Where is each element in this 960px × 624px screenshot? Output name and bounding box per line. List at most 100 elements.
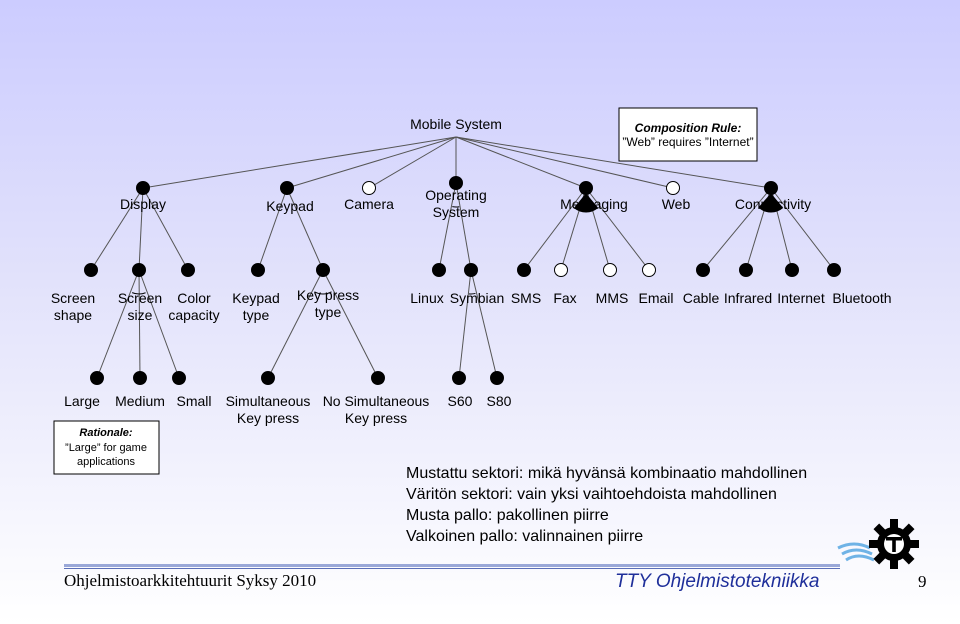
feature-label-s60: S60 <box>448 393 473 409</box>
feature-label-connectivity: Connectivity <box>735 196 811 212</box>
edge-root-connectivity <box>455 136 772 189</box>
feature-label-color-capacity-line-1: Color <box>177 290 211 306</box>
rationale-box <box>53 420 160 475</box>
rationale-title: Rationale: <box>79 427 133 439</box>
composition-rule-box <box>618 107 758 162</box>
feature-ball-fax <box>554 263 568 277</box>
edge-keypad-keypad-type <box>257 187 288 271</box>
feature-ball-os <box>449 176 463 190</box>
feature-ball-email <box>642 263 656 277</box>
rationale-text-1: ”Large” for game <box>65 442 147 454</box>
feature-ball-connectivity <box>764 181 778 195</box>
edge-messaging-email <box>585 187 650 271</box>
edge-root-display <box>142 136 457 189</box>
root-label: Mobile System <box>410 116 502 132</box>
feature-ball-keypad-type <box>251 263 265 277</box>
feature-label-large: Large <box>64 393 100 409</box>
feature-label-key-press-type-line-1: Key press <box>297 287 359 303</box>
feature-ball-keypad <box>280 181 294 195</box>
diagram-arcs <box>131 193 784 295</box>
diagram-edges <box>90 136 835 379</box>
course-title: Ohjelmistoarkkitehtuurit Syksy 2010 <box>64 571 317 590</box>
feature-label-cable: Cable <box>683 290 720 306</box>
feature-label-small: Small <box>176 393 211 409</box>
feature-label-medium: Medium <box>115 393 165 409</box>
feature-label-sms: SMS <box>511 290 541 306</box>
feature-label-s80: S80 <box>487 393 512 409</box>
composition-rule-text: ”Web” requires ”Internet” <box>622 135 753 149</box>
feature-ball-linux <box>432 263 446 277</box>
feature-ball-large <box>90 371 104 385</box>
feature-label-screen-size-line-1: Screen <box>118 290 162 306</box>
feature-ball-no-simultaneous <box>371 371 385 385</box>
feature-ball-mms <box>603 263 617 277</box>
alternative-arc-symbian <box>468 292 476 295</box>
edge-root-web <box>455 136 674 189</box>
feature-ball-screen-size <box>132 263 146 277</box>
feature-label-bluetooth: Bluetooth <box>832 290 891 306</box>
feature-label-fax: Fax <box>553 290 576 306</box>
edge-os-symbian <box>455 182 472 271</box>
edge-display-color-capacity <box>142 187 189 271</box>
feature-ball-bluetooth <box>827 263 841 277</box>
feature-ball-display <box>136 181 150 195</box>
feature-ball-key-press-type <box>316 263 330 277</box>
brand-name: TTY Ohjelmistotekniikka <box>615 571 820 592</box>
feature-label-screen-shape-line-1: Screen <box>51 290 95 306</box>
edge-screen-size-small <box>138 269 180 379</box>
edge-connectivity-cable <box>702 187 772 271</box>
feature-label-symbian: Symbian <box>450 290 504 306</box>
feature-label-key-press-type-line-2: type <box>315 304 342 320</box>
feature-ball-camera <box>362 181 376 195</box>
gear-logo-icon <box>837 519 919 569</box>
feature-label-color-capacity-line-2: capacity <box>168 307 219 323</box>
rationale-text-2: applications <box>77 456 136 468</box>
edge-symbian-s80 <box>470 269 498 379</box>
feature-label-screen-size-line-2: size <box>128 307 153 323</box>
edge-screen-size-large <box>96 269 140 379</box>
feature-ball-medium <box>133 371 147 385</box>
legend-line-filled-sector: Mustattu sektori: mikä hyvänsä kombinaat… <box>406 465 808 482</box>
feature-label-simultaneous-line-2: Key press <box>237 410 299 426</box>
feature-label-no-simultaneous-line-2: Key press <box>345 410 407 426</box>
edge-connectivity-bluetooth <box>770 187 835 271</box>
feature-label-mms: MMS <box>596 290 629 306</box>
feature-ball-messaging <box>579 181 593 195</box>
feature-label-display: Display <box>120 196 166 212</box>
alternative-arc-screen-size <box>131 292 146 295</box>
legend-line-black-ball: Musta pallo: pakollinen piirre <box>406 507 609 524</box>
composition-rule-title: Composition Rule: <box>635 121 742 135</box>
edge-root-messaging <box>455 136 587 189</box>
edge-keypad-key-press-type <box>286 187 324 271</box>
edge-symbian-s60 <box>458 269 472 379</box>
feature-ball-simultaneous <box>261 371 275 385</box>
alternative-arc-key-press <box>314 291 332 295</box>
feature-label-os-line-1: Operating <box>425 187 486 203</box>
feature-ball-small <box>172 371 186 385</box>
feature-label-os-line-2: System <box>433 204 480 220</box>
page-number: 9 <box>918 572 927 591</box>
edge-display-screen-shape <box>90 187 144 271</box>
edge-messaging-sms <box>523 187 587 271</box>
diagram-nodes <box>84 176 841 385</box>
feature-label-camera: Camera <box>344 196 394 212</box>
feature-label-linux: Linux <box>410 290 443 306</box>
feature-label-no-simultaneous-line-1: No Simultaneous <box>323 393 430 409</box>
feature-label-infrared: Infrared <box>724 290 772 306</box>
edge-key-press-type-no-simultaneous <box>322 269 379 379</box>
legend-line-empty-sector: Väritön sektori: vain yksi vaihtoehdoist… <box>406 486 777 503</box>
edge-os-linux <box>438 182 457 271</box>
edge-display-screen-size <box>138 187 144 271</box>
edge-root-keypad <box>286 136 457 189</box>
feature-label-simultaneous-line-1: Simultaneous <box>226 393 311 409</box>
feature-label-keypad-type-line-2: type <box>243 307 270 323</box>
feature-label-internet: Internet <box>777 290 825 306</box>
feature-ball-s60 <box>452 371 466 385</box>
feature-ball-sms <box>517 263 531 277</box>
edge-root-camera <box>368 136 457 189</box>
feature-label-email: Email <box>638 290 673 306</box>
feature-label-web: Web <box>662 196 691 212</box>
feature-ball-cable <box>696 263 710 277</box>
or-arc-messaging <box>573 193 599 213</box>
